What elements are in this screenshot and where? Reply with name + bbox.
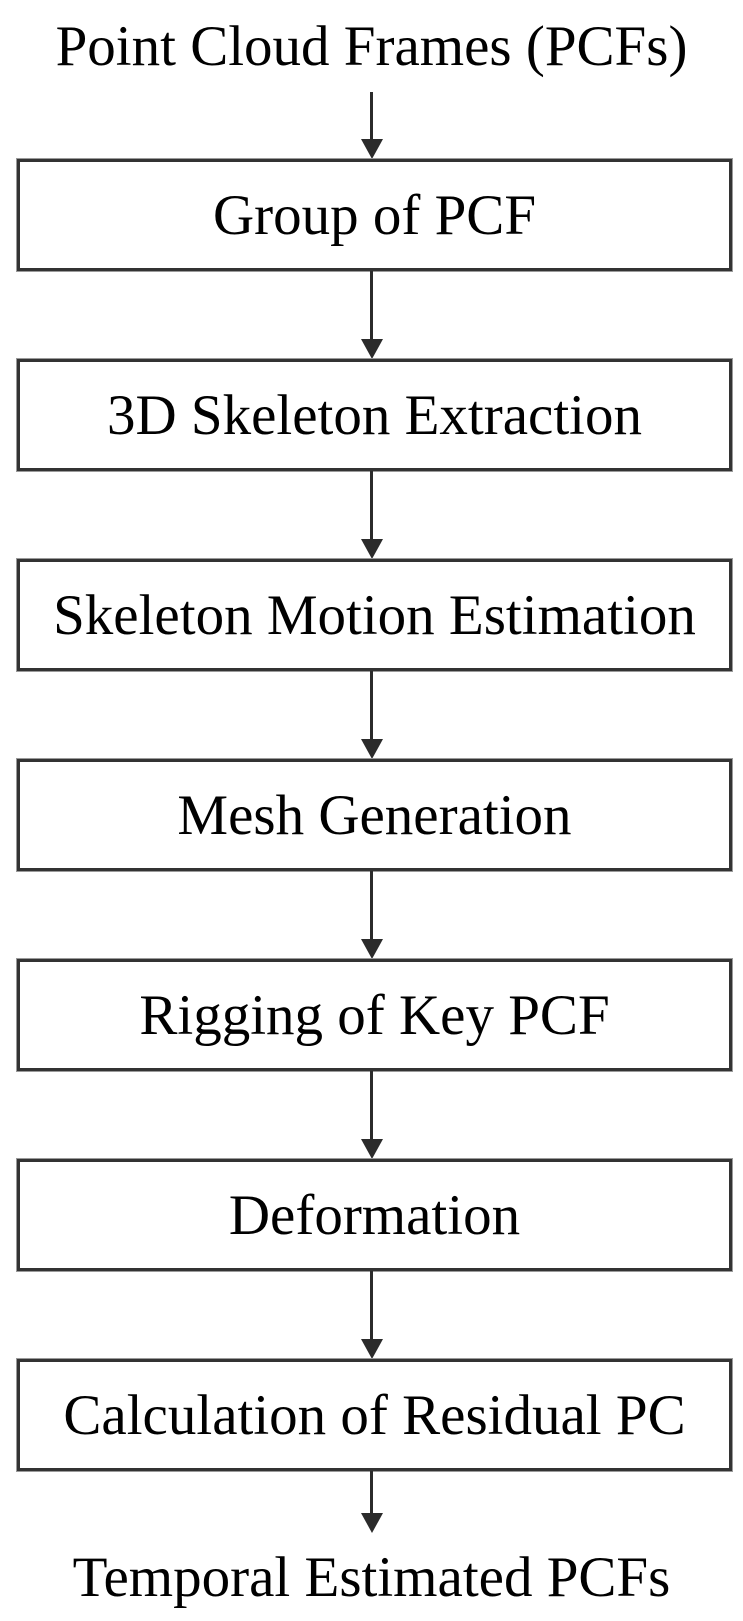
- down-arrow-connector: [0, 671, 743, 759]
- step-calculation-of-residual-pc: Calculation of Residual PC: [17, 1359, 732, 1471]
- down-arrow-connector: [0, 471, 743, 559]
- arrow-head-icon: [360, 139, 383, 159]
- down-arrow-connector: [0, 92, 743, 159]
- step-deformation: Deformation: [17, 1159, 732, 1271]
- down-arrow-connector: [0, 1271, 743, 1359]
- step-rigging-of-key-pcf: Rigging of Key PCF: [17, 959, 732, 1071]
- arrow-head-icon: [360, 1513, 383, 1533]
- arrow-head-icon: [360, 739, 383, 759]
- down-arrow-connector: [0, 1071, 743, 1159]
- arrow-head-icon: [360, 339, 383, 359]
- step-skeleton-motion-estimation: Skeleton Motion Estimation: [17, 559, 732, 671]
- flow-input-label: Point Cloud Frames (PCFs): [55, 14, 688, 78]
- arrow-shaft: [370, 1471, 373, 1513]
- step-mesh-generation: Mesh Generation: [17, 759, 732, 871]
- step-group-of-pcf: Group of PCF: [17, 159, 732, 271]
- flow-output-label: Temporal Estimated PCFs: [72, 1545, 671, 1609]
- arrow-shaft: [370, 1071, 373, 1139]
- down-arrow-connector: [0, 271, 743, 359]
- arrow-shaft: [370, 92, 373, 139]
- down-arrow-connector: [0, 871, 743, 959]
- arrow-head-icon: [360, 939, 383, 959]
- arrow-shaft: [370, 271, 373, 339]
- arrow-shaft: [370, 1271, 373, 1339]
- arrow-shaft: [370, 871, 373, 939]
- arrow-head-icon: [360, 1339, 383, 1359]
- step-3d-skeleton-extraction: 3D Skeleton Extraction: [17, 359, 732, 471]
- arrow-head-icon: [360, 539, 383, 559]
- down-arrow-connector: [0, 1471, 743, 1533]
- arrow-shaft: [370, 671, 373, 739]
- arrow-head-icon: [360, 1139, 383, 1159]
- arrow-shaft: [370, 471, 373, 539]
